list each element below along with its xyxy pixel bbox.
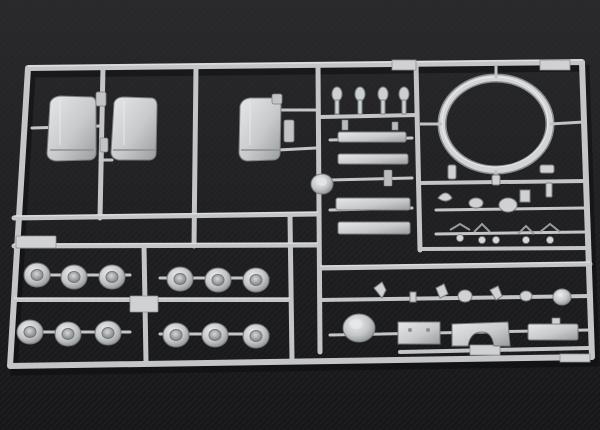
road-wheel — [98, 264, 126, 290]
detail-parts-right-upper — [437, 164, 555, 213]
road-wheel — [201, 322, 229, 348]
detail-parts-right-lower — [373, 281, 572, 306]
sprue-tabs — [15, 59, 591, 363]
knob-part — [310, 173, 334, 195]
hood-panel-right — [238, 97, 282, 162]
round-plate-part — [342, 313, 376, 343]
road-wheel — [54, 321, 82, 347]
frame-highlight — [13, 59, 591, 299]
road-wheel — [204, 267, 232, 293]
small-gates — [341, 119, 399, 187]
road-wheel — [60, 264, 88, 290]
road-wheel — [242, 323, 270, 349]
road-wheel — [94, 320, 122, 346]
link-nubs — [456, 234, 554, 244]
road-wheel — [242, 267, 270, 293]
track-bar-parts — [335, 131, 411, 235]
hood-panel-left — [46, 95, 97, 162]
road-wheel — [162, 322, 190, 348]
road-wheel — [16, 319, 44, 345]
link-parts-right — [449, 222, 561, 235]
hood-panel-middle — [110, 96, 158, 161]
end-cap-part — [527, 317, 579, 341]
road-wheel — [166, 266, 194, 292]
road-wheel — [23, 262, 51, 288]
mount-bracket-part — [397, 321, 441, 345]
road-wheels — [16, 262, 270, 349]
lever-parts — [331, 86, 410, 115]
panel-attachment-parts — [95, 91, 295, 153]
saddle-bracket-part — [451, 321, 511, 347]
